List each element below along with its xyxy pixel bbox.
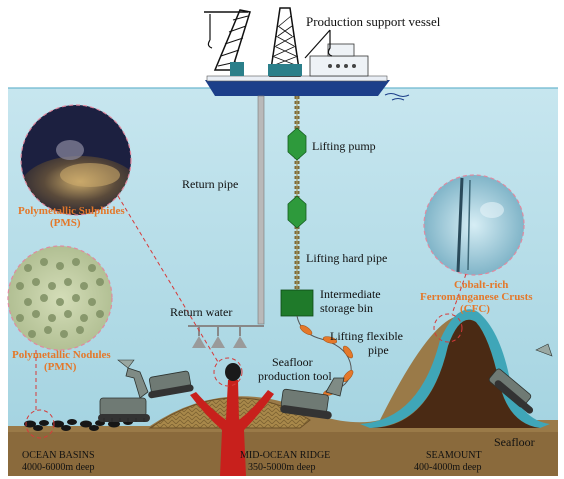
return-water-label: Return water bbox=[170, 305, 232, 319]
crane-lattice bbox=[217, 15, 249, 67]
return-pipe bbox=[257, 95, 265, 325]
ridge-vent-top bbox=[225, 363, 241, 381]
lifting-pump-upper bbox=[287, 127, 307, 161]
crane-base bbox=[230, 62, 244, 76]
seamount-depth: 400-4000m deep bbox=[414, 462, 482, 473]
collector-vehicle-seamount-right bbox=[488, 343, 553, 414]
pmn-label-1: Polymetallic Nodules bbox=[12, 349, 111, 361]
production-tool-label-2: production tool bbox=[258, 369, 332, 383]
ridge-depth: 350-5000m deep bbox=[248, 462, 316, 473]
production-tool-label-1: Seafloor bbox=[272, 355, 313, 369]
derrick-base bbox=[268, 64, 302, 76]
lifting-pump-lower bbox=[287, 195, 307, 229]
intermediate-bin-label-2: storage bin bbox=[320, 301, 373, 315]
lifting-pump-label: Lifting pump bbox=[312, 139, 376, 153]
derrick-crane-arm bbox=[304, 29, 333, 59]
intermediate-bin-label-1: Intermediate bbox=[320, 287, 381, 301]
basins-depth: 4000-6000m deep bbox=[22, 462, 95, 473]
collector-vehicle-ridge-right bbox=[280, 377, 345, 420]
vessel-bridge bbox=[327, 43, 355, 57]
seamount-body bbox=[372, 319, 540, 428]
ridge-magma-channel bbox=[190, 380, 274, 476]
pms-label-2: (PMS) bbox=[50, 217, 81, 229]
cfc-photo bbox=[423, 174, 525, 276]
cfc-site-marker bbox=[433, 313, 463, 343]
vessel-windows bbox=[328, 64, 356, 68]
cfc-leader bbox=[451, 273, 467, 315]
pmn-label-2: (PMN) bbox=[44, 361, 77, 373]
pmn-site-marker bbox=[25, 409, 55, 439]
basins-name: OCEAN BASINS bbox=[22, 450, 95, 461]
flexible-pipe-floats bbox=[299, 325, 354, 396]
vessel-label: Production support vessel bbox=[306, 14, 441, 29]
pms-label-1: Polymetallic Sulphides bbox=[18, 205, 125, 217]
return-water-outlets bbox=[192, 336, 247, 348]
flexible-pipe-label-2: pipe bbox=[368, 343, 389, 357]
seafloor-bed bbox=[8, 428, 558, 476]
production-support-vessel bbox=[204, 7, 390, 96]
crane-boom bbox=[213, 9, 251, 71]
collector-vehicle-basin bbox=[98, 359, 150, 422]
pms-site-marker bbox=[213, 357, 243, 387]
lifting-hard-pipe-label: Lifting hard pipe bbox=[306, 251, 387, 265]
collector-vehicle-ridge-left bbox=[148, 370, 194, 399]
wave-mark-2 bbox=[391, 98, 405, 101]
crane-hook-line bbox=[207, 14, 213, 49]
ridge-name: MID-OCEAN RIDGE bbox=[240, 450, 330, 461]
seafloor-label: Seafloor bbox=[494, 435, 535, 449]
flexible-pipe-label-1: Lifting flexible bbox=[330, 329, 403, 343]
return-pipe-label: Return pipe bbox=[182, 177, 238, 191]
pms-leader bbox=[117, 195, 219, 363]
intermediate-storage-bin bbox=[280, 289, 314, 317]
wave-mark-1 bbox=[384, 93, 410, 97]
derrick-lattice bbox=[271, 15, 299, 67]
vessel-hull bbox=[205, 80, 390, 96]
cfc-label-2: Ferromanganese Crusts bbox=[420, 291, 533, 303]
cfc-label-3: (CFC) bbox=[460, 303, 490, 315]
seamount-name: SEAMOUNT bbox=[426, 450, 482, 461]
cfc-label-1: Cobalt-rich bbox=[454, 279, 508, 291]
pmn-photo bbox=[7, 245, 113, 351]
